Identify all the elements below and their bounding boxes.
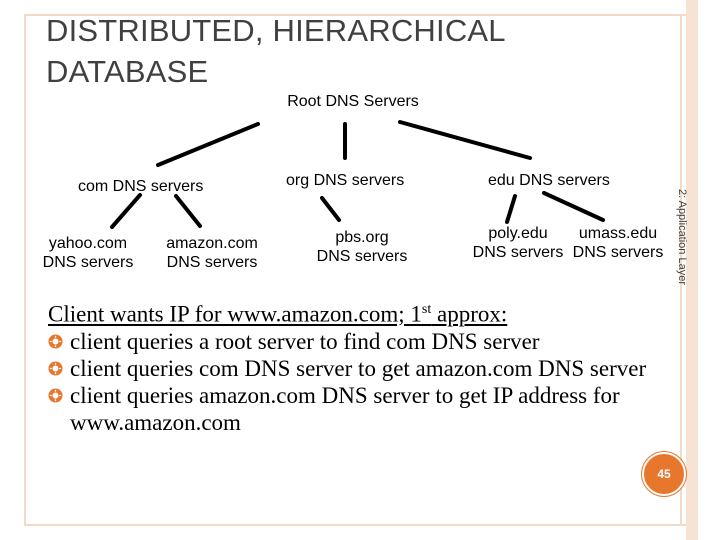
edu-dns-servers-label: edu DNS servers: [488, 172, 610, 189]
connector-org-pbs: [320, 196, 341, 222]
poly-domain: poly.edu: [488, 225, 548, 242]
yahoo-servers: DNS servers: [42, 254, 134, 271]
pbs-dns-servers-label: pbs.org DNS servers: [308, 228, 416, 266]
umass-domain: umass.edu: [578, 225, 658, 242]
frame-rule-top: [24, 14, 696, 16]
step-text: client queries com DNS server to get ama…: [70, 355, 647, 381]
pbs-domain: pbs.org: [335, 229, 389, 246]
frame-rule-bottom: [24, 524, 696, 526]
sun-bullet-icon: [48, 361, 63, 376]
connector-edu-umass: [542, 191, 605, 222]
yahoo-dns-servers-label: yahoo.com DNS servers: [36, 234, 140, 272]
amazon-servers: DNS servers: [166, 254, 258, 271]
page-number-badge: 45: [642, 452, 686, 496]
connector-edu-poly: [505, 194, 517, 224]
root-dns-servers-label: Root DNS Servers: [287, 93, 419, 110]
query-steps-list: client queries a root server to find com…: [48, 328, 678, 436]
amazon-domain: amazon.com: [166, 235, 258, 252]
connector-com-yahoo: [110, 193, 142, 229]
sun-bullet-icon: [48, 388, 63, 403]
scenario-heading: Client wants IP for www.amazon.com; 1st …: [48, 301, 508, 327]
frame-rule-left: [24, 14, 26, 526]
list-item: client queries amazon.com DNS server to …: [48, 382, 678, 436]
slide-body: Client wants IP for www.amazon.com; 1st …: [48, 296, 678, 436]
list-item: client queries com DNS server to get ama…: [48, 355, 678, 382]
step-text: client queries amazon.com DNS server to …: [70, 382, 620, 435]
sun-bullet-icon: [48, 334, 63, 349]
connector-root-edu: [398, 120, 532, 160]
pbs-servers: DNS servers: [316, 248, 408, 265]
poly-servers: DNS servers: [472, 244, 564, 261]
org-dns-servers-label: org DNS servers: [286, 172, 405, 189]
yahoo-domain: yahoo.com: [48, 235, 128, 252]
frame-side-strip: [686, 0, 698, 540]
connector-com-amazon: [174, 194, 202, 228]
umass-dns-servers-label: umass.edu DNS servers: [566, 224, 670, 262]
side-section-label: 2: Application Layer: [676, 188, 688, 285]
com-dns-servers-label: com DNS servers: [78, 178, 204, 195]
step-text: client queries a root server to find com…: [70, 328, 540, 354]
slide-frame-top: [0, 0, 720, 16]
amazon-dns-servers-label: amazon.com DNS servers: [156, 234, 268, 272]
slide-title: DISTRIBUTED, HIERARCHICAL DATABASE: [46, 13, 505, 89]
umass-servers: DNS servers: [572, 244, 664, 261]
hierarchy-connectors: [110, 120, 605, 229]
connector-root-com: [156, 122, 260, 167]
poly-dns-servers-label: poly.edu DNS servers: [468, 224, 568, 262]
list-item: client queries a root server to find com…: [48, 328, 678, 355]
frame-rule-right: [680, 14, 682, 526]
